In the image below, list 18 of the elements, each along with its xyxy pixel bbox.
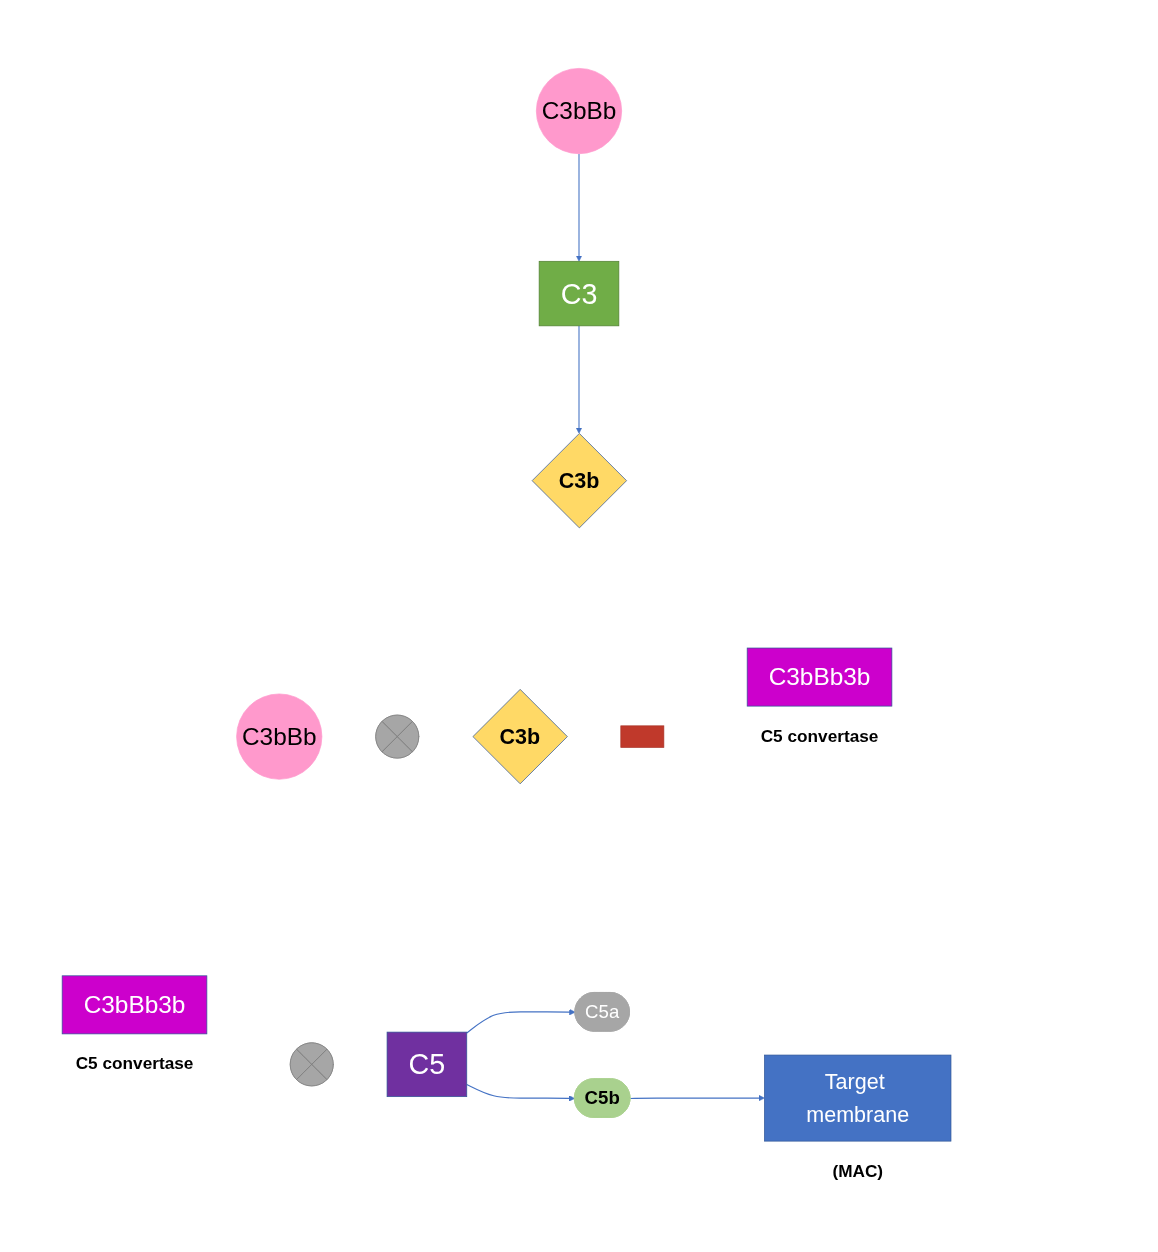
node-box: Target membrane: [764, 1054, 952, 1142]
arrow: [575, 153, 583, 262]
node-diamond: C3b: [472, 689, 568, 785]
node-box: C5: [386, 1031, 468, 1097]
node-equals: [620, 725, 665, 748]
node-box: C3bBb3b: [61, 975, 208, 1035]
arrow: [466, 1008, 576, 1034]
arrow: [629, 1094, 765, 1102]
node-label: C5 convertase: [75, 1053, 194, 1073]
node-box: C3bBb3b: [746, 647, 893, 707]
arrow: [466, 1083, 575, 1102]
node-label: C5 convertase: [760, 725, 879, 746]
node-diamond: C3b: [531, 433, 627, 529]
node-label: (MAC): [832, 1160, 884, 1181]
node-circle: C3bBb: [536, 68, 622, 155]
arrow: [575, 325, 583, 434]
node-circle: C3bBb: [236, 693, 323, 780]
node-box: C3: [538, 260, 620, 327]
